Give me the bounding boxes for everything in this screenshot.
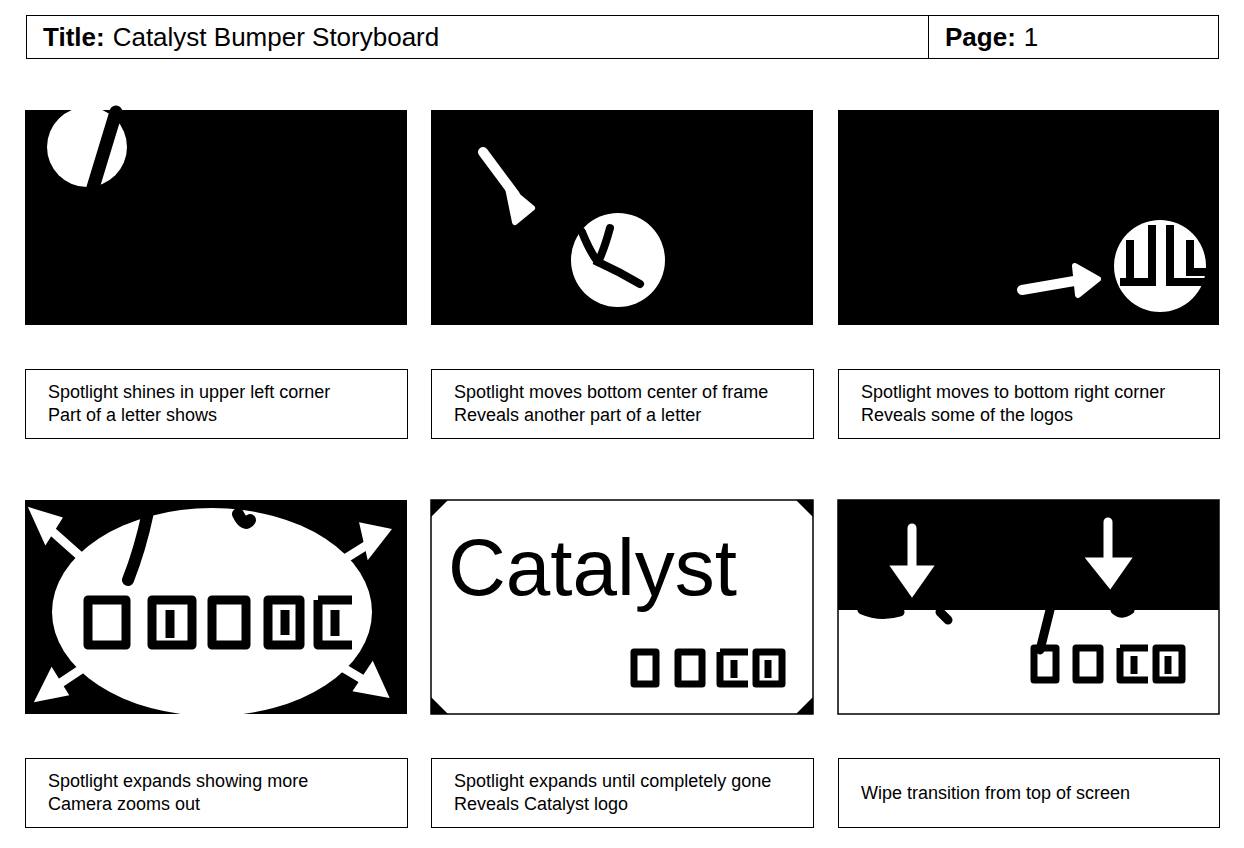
panel-6 [838,500,1219,714]
caption-box: Spotlight expands showing moreCamera zoo… [25,758,408,828]
panel-1 [25,107,407,325]
field-label: Title: [43,22,105,53]
caption-line: Spotlight moves to bottom right corner [861,381,1211,404]
caption-line: Part of a letter shows [48,404,399,427]
caption-box: Spotlight moves to bottom right cornerRe… [838,369,1220,439]
field-value: Catalyst Bumper Storyboard [113,22,440,53]
caption-box: Spotlight moves bottom center of frameRe… [431,369,814,439]
caption-line: Spotlight moves bottom center of frame [454,381,805,404]
caption-line: Spotlight shines in upper left corner [48,381,399,404]
caption-box: Spotlight shines in upper left cornerPar… [25,369,408,439]
caption-box: Wipe transition from top of screen [838,758,1220,828]
title-cell: Title: Catalyst Bumper Storyboard [26,15,929,59]
caption-line: Spotlight expands showing more [48,770,399,793]
field-value: 1 [1024,22,1038,53]
caption-line: Wipe transition from top of screen [861,782,1211,805]
field-label: Page: [945,22,1016,53]
panel-5 [431,500,813,714]
caption-line: Reveals some of the logos [861,404,1211,427]
page-cell: Page: 1 [928,15,1219,59]
panel-4 [25,500,407,716]
caption-line: Camera zooms out [48,793,399,816]
caption-box: Spotlight expands until completely goneR… [431,758,814,828]
caption-line: Reveals Catalyst logo [454,793,805,816]
panel-3 [838,110,1219,325]
caption-line: Reveals another part of a letter [454,404,805,427]
caption-line: Spotlight expands until completely gone [454,770,805,793]
panel-2 [431,110,813,325]
logo-text: Catalyst [448,522,737,614]
